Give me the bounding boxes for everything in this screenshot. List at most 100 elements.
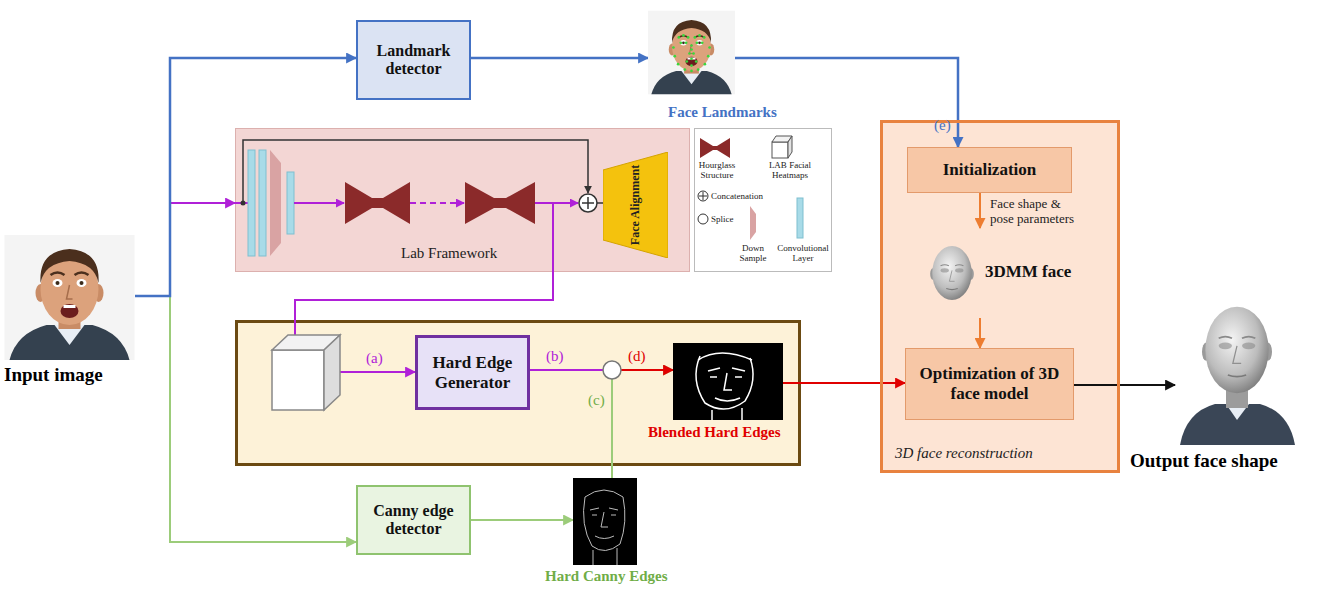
canny-edge-image: [595, 536, 614, 539]
process-box: Canny edge detector: [356, 485, 471, 555]
input-photo: [5, 235, 135, 360]
splice-circle: [603, 361, 621, 379]
input-photo: [5, 235, 135, 360]
process-box: Landmark detector: [356, 20, 471, 100]
node-label: Initialization: [943, 160, 1037, 180]
callout-label: (d): [628, 348, 646, 365]
heatmap-cube: [272, 335, 340, 410]
legend-item: LAB Facial Heatmaps: [760, 160, 820, 180]
lab-architecture: [243, 140, 588, 203]
edge-connector: [735, 58, 958, 147]
node-label: Blended Hard Edges: [648, 424, 781, 441]
edge-connector: [135, 203, 235, 296]
node-label: 3DMM face: [985, 262, 1071, 282]
label-holder: Face shape & pose parameters: [990, 197, 1085, 227]
canny-edge-image: [584, 490, 625, 565]
image-node: Input image: [4, 235, 135, 360]
image-node: Face Landmarks: [648, 5, 735, 100]
blended-edge-image: [711, 410, 713, 420]
node-label: Face Alignment: [629, 165, 643, 245]
legend-box: [772, 136, 792, 142]
output-face-image: [1226, 404, 1249, 420]
legend-item: Hourglass Structure: [694, 160, 740, 180]
blended-edge-image: [673, 343, 783, 420]
edge-line: [471, 519, 573, 521]
edge-line: [530, 369, 673, 371]
legend-box: [772, 142, 788, 158]
band-fills: [237, 322, 800, 465]
legend-label: Splice: [711, 214, 734, 224]
landmark-photo: [648, 11, 735, 95]
label-holder: 3DMM face: [985, 262, 1071, 282]
legend-box: [695, 129, 832, 272]
band-fills: [235, 120, 1120, 473]
blended-edge-image: [698, 353, 752, 360]
node-label: 3D face reconstruction: [895, 445, 1033, 462]
node-label: Hard Edge Generator: [422, 353, 523, 392]
image-node: Hard Canny Edges: [573, 478, 637, 565]
edge-label: (b): [546, 348, 564, 365]
framework-band: Lab Framework Face Alignment: [235, 128, 690, 272]
canny-edge-image: [585, 490, 623, 497]
label-holder: Blended Hard Edges: [648, 424, 781, 441]
edge-line: [735, 58, 958, 147]
reconstruction-region: 3D face reconstruction Initialization 3DMM…: [880, 120, 1120, 473]
canny-edge-image: [601, 512, 608, 527]
blended-edge-image: [696, 356, 753, 409]
landmark-photo: [672, 34, 711, 72]
legend-item: Down Sample: [730, 243, 776, 263]
label-holder: Hard Canny Edges: [545, 568, 668, 585]
edge-connector: [471, 58, 648, 59]
legend-box: [695, 129, 832, 272]
heatmap-cube: [324, 335, 340, 410]
node-label: Output face shape: [1130, 450, 1278, 472]
blended-edge-image: [724, 373, 732, 390]
edge-line: [1074, 384, 1175, 386]
blended-edge-image: [715, 398, 740, 401]
legend-box: [698, 214, 708, 224]
process-box: Hard Edge Generator: [415, 335, 530, 410]
edge-label: (a): [366, 350, 383, 367]
landmark-photo: [648, 11, 735, 95]
edge-connector: [980, 318, 981, 348]
edge-connector: [1074, 385, 1175, 386]
label-holder: Lab Framework: [401, 245, 497, 262]
edge-label: (c): [588, 392, 605, 409]
legend-item: Splice: [711, 214, 734, 224]
output-face-image: [1202, 307, 1272, 394]
node-label: Lab Framework: [401, 245, 497, 262]
label-holder: Face Alignment: [629, 165, 643, 245]
blended-edge-image: [732, 368, 745, 371]
legend-box: [700, 138, 730, 158]
edge-line: [135, 58, 356, 296]
edge-connector: [783, 383, 905, 384]
model-node: 3DMM face: [925, 228, 1075, 318]
label-holder: Input image: [4, 364, 103, 386]
edge-connector: [530, 370, 673, 371]
process-box: Optimization of 3D face model: [905, 348, 1074, 420]
edge-connector: [135, 58, 356, 296]
lab-architecture: [294, 202, 344, 204]
lab-architecture: [235, 140, 603, 272]
blended-edge-image: [696, 353, 753, 420]
canny-edge-image: [573, 478, 637, 565]
lab-architecture: [582, 202, 594, 204]
lab-architecture: [552, 203, 554, 272]
lab-architecture: [241, 201, 246, 206]
canny-edge-image: [590, 508, 599, 510]
label-holder: 3D face reconstruction: [895, 445, 1033, 462]
blended-edge-image: [741, 408, 743, 420]
lab-architecture: [587, 197, 589, 209]
lab-architecture: [270, 150, 281, 256]
band-fills: [880, 120, 1120, 473]
node-label: Input image: [4, 364, 103, 386]
lab-architecture: [579, 194, 597, 212]
lab-architecture: [345, 182, 410, 224]
blended-edge-image: [735, 376, 742, 378]
label-holder: Face Landmarks: [668, 104, 777, 121]
legend-label: Down Sample: [730, 243, 776, 263]
3dmm-face-image: [930, 246, 974, 300]
